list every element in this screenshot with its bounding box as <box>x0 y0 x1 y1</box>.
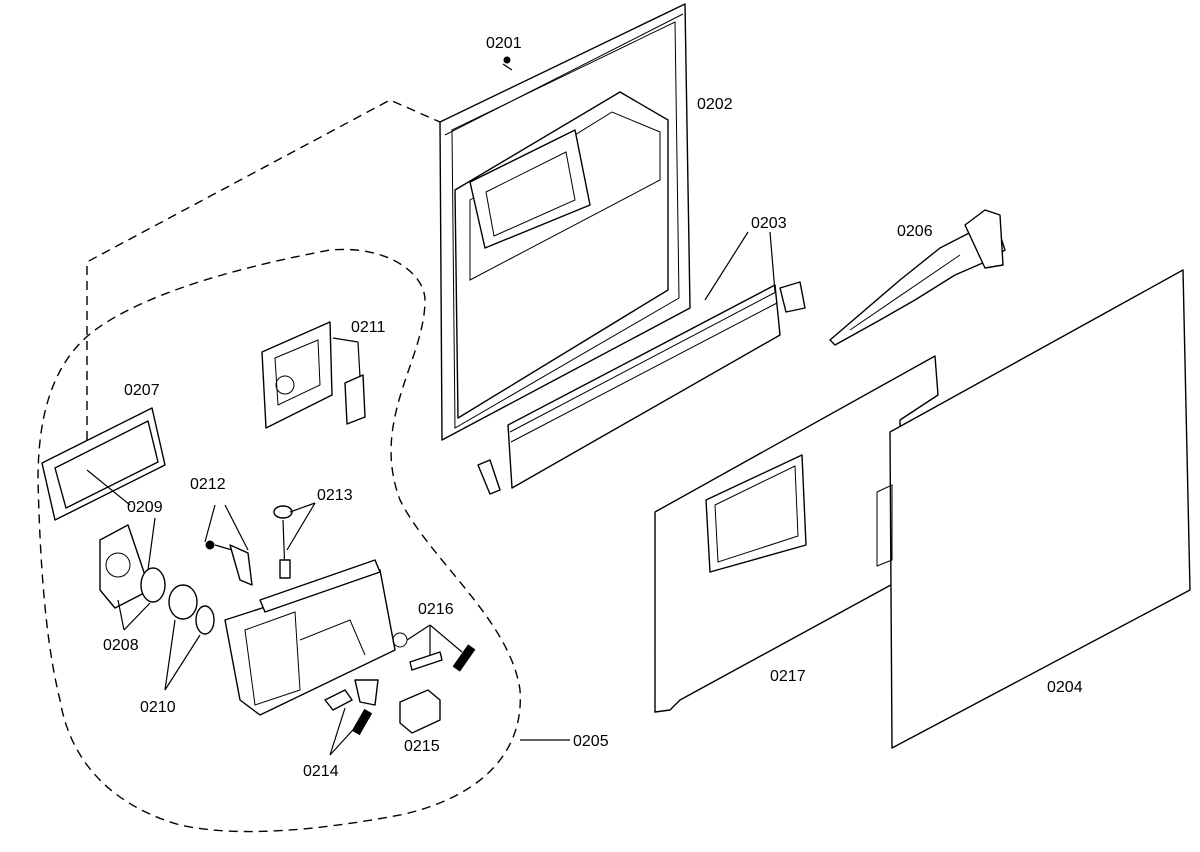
leader-lines <box>86 231 776 756</box>
switch-part-0215 <box>399 689 441 734</box>
label-0201: 0201 <box>486 35 522 52</box>
window-frame-part <box>41 407 166 521</box>
pin-part <box>273 505 293 579</box>
label-0212: 0212 <box>190 476 226 493</box>
label-0203: 0203 <box>751 215 787 232</box>
front-panel <box>654 355 939 713</box>
inner-door-panel <box>439 3 691 441</box>
label-0215: 0215 <box>404 738 440 755</box>
label-0209: 0209 <box>127 499 163 516</box>
label-0204: 0204 <box>1047 679 1083 696</box>
guide-line-0207 <box>86 99 441 440</box>
dispenser-body-part <box>224 559 396 716</box>
outer-door-panel <box>876 269 1191 749</box>
screw-part <box>502 56 513 71</box>
label-0206: 0206 <box>897 223 933 240</box>
label-0210: 0210 <box>140 699 176 716</box>
trim-strip <box>477 281 806 495</box>
cap-part <box>99 524 151 609</box>
label-0202: 0202 <box>697 96 733 113</box>
small-parts-0214 <box>324 679 379 736</box>
small-parts-0216 <box>392 632 476 672</box>
label-0214: 0214 <box>303 763 339 780</box>
ring-parts <box>140 567 215 635</box>
label-0216: 0216 <box>418 601 454 618</box>
assembly-0205-boundary <box>37 248 521 833</box>
hinge-bracket <box>829 209 1006 346</box>
label-0208: 0208 <box>103 637 139 654</box>
label-0211: 0211 <box>351 319 386 336</box>
label-0213: 0213 <box>317 487 353 504</box>
label-0205: 0205 <box>573 733 609 750</box>
label-0217: 0217 <box>770 668 806 685</box>
label-0207: 0207 <box>124 382 160 399</box>
spring-lever-part <box>205 540 253 586</box>
dispenser-cover-part <box>261 321 366 429</box>
